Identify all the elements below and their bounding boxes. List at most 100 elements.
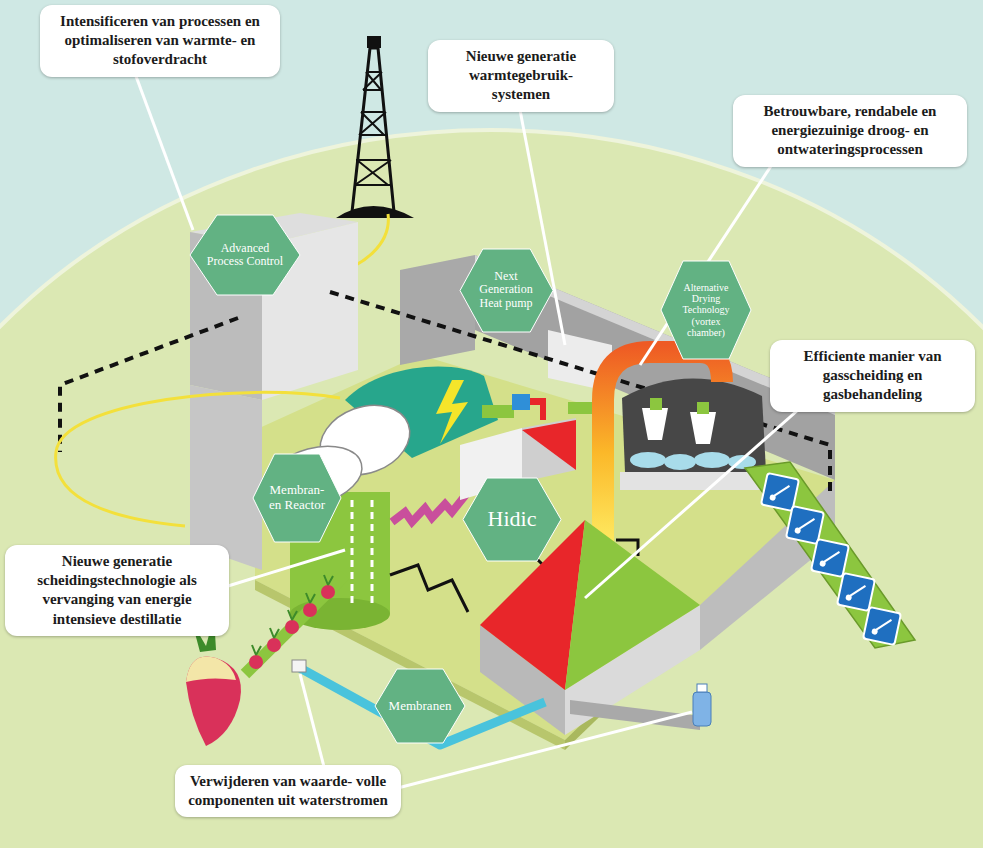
reactor-cylinder-part <box>290 598 390 630</box>
water-bottle <box>693 684 711 726</box>
product-conveyor <box>745 462 915 648</box>
product-conveyor-part <box>837 573 875 611</box>
beet-conveyor-part <box>324 575 333 585</box>
product-conveyor-part <box>863 607 901 645</box>
product-conveyor-part-part <box>811 539 849 577</box>
drying-chamber-part <box>697 402 709 414</box>
hidic-column-part <box>522 420 576 470</box>
callout-box: Efficiente manier van gasscheiding en ga… <box>770 340 975 412</box>
oil-derrick-part <box>354 72 391 185</box>
callout-box: Intensificeren van processen en optimali… <box>40 5 280 77</box>
product-conveyor-part <box>761 473 799 511</box>
hexagon-label: Membranen <box>388 699 452 714</box>
hexagon-label: Advanced Process Control <box>206 242 284 269</box>
drying-chamber-part <box>620 472 768 490</box>
callout-box: Nieuwe generatie warmtegebruik- systemen <box>428 40 614 112</box>
beet-conveyor-part <box>321 585 335 599</box>
hexagon-text-box: Advanced Process Control <box>206 242 284 269</box>
product-conveyor-part <box>745 462 915 648</box>
generator-dome-part <box>436 380 468 444</box>
drying-chamber-part <box>690 412 716 444</box>
drying-chamber-part <box>630 452 666 468</box>
reactor-cylinder-part <box>392 492 468 522</box>
beet-conveyor-part <box>245 575 345 674</box>
water-bottle-part <box>697 684 707 692</box>
product-conveyor-part-part <box>837 573 875 611</box>
oil-derrick-part <box>352 48 394 212</box>
leader-lines-part <box>640 160 775 365</box>
product-conveyor-part-part <box>863 607 901 645</box>
oil-derrick <box>336 36 414 218</box>
beet-conveyor-part <box>252 645 261 655</box>
hexagon-node: Hidic <box>462 477 562 562</box>
hexagon-text-box: Next Generation Heat pump <box>473 270 540 310</box>
callout-box: Betrouwbare, rendabele en energiezuinige… <box>733 95 967 167</box>
process-lines-part <box>390 565 468 612</box>
beet-conveyor-part <box>267 638 281 652</box>
callout-text: Intensificeren van processen en optimali… <box>50 12 270 70</box>
drying-chamber-part <box>650 398 662 410</box>
factory-floor <box>255 355 835 750</box>
hexagon-text-box: Hidic <box>477 507 547 532</box>
heat-pump-pipes <box>482 394 602 420</box>
product-conveyor-part-part <box>845 594 852 601</box>
hexagon-outline <box>375 669 465 743</box>
callout-text: Nieuwe generatie warmtegebruik- systemen <box>438 47 604 105</box>
hill-part <box>0 130 983 848</box>
leader-lines-part <box>215 550 345 590</box>
oil-derrick-part <box>355 72 391 185</box>
heat-pump-pipes-part <box>512 394 530 410</box>
product-conveyor-part-part <box>794 527 801 534</box>
beet-conveyor-part <box>285 620 299 634</box>
product-conveyor-part-part <box>786 506 824 544</box>
hexagon-node: Advanced Process Control <box>189 214 301 296</box>
drying-chamber-part <box>694 452 730 468</box>
callout-text: Betrouwbare, rendabele en energiezuinige… <box>743 102 957 160</box>
hexagon-node: Next Generation Heat pump <box>459 248 554 333</box>
hexagon-text-box: Alternative Drying Technology (vortex ch… <box>674 282 738 338</box>
water-pipe-part <box>300 668 545 745</box>
hexagon-text-box: Membranen <box>388 699 452 714</box>
hexagon-label: Membran- en Reactor <box>266 483 329 512</box>
product-conveyor-part-part <box>871 628 878 635</box>
water-bottle-part <box>693 692 711 726</box>
hexagon-node: Membran- en Reactor <box>252 453 342 543</box>
callout-text: Efficiente manier van gasscheiding en ga… <box>780 347 965 405</box>
sugar-beet-part <box>186 656 236 682</box>
callout-text: Verwijderen van waarde- volle componente… <box>185 772 391 810</box>
reactor-cylinder-part <box>352 500 372 605</box>
water-pipe-part <box>292 660 306 672</box>
hill <box>0 130 983 848</box>
leader-lines-part <box>585 395 815 598</box>
beet-conveyor-part <box>249 655 263 669</box>
beet-conveyor-part <box>270 628 279 638</box>
drying-chamber-part <box>664 454 696 470</box>
hexagon-outline <box>190 215 300 295</box>
hexagon-outline <box>463 478 561 561</box>
product-conveyor-part <box>786 506 824 544</box>
product-conveyor-part-part <box>769 494 776 501</box>
beet-conveyor <box>245 575 345 674</box>
drying-chamber-part <box>642 408 668 440</box>
factory-floor-part <box>255 355 835 740</box>
oil-derrick-part <box>367 36 381 48</box>
hexagon-text-box: Membran- en Reactor <box>266 483 329 512</box>
hexagon-node: Alternative Drying Technology (vortex ch… <box>660 260 752 360</box>
beet-conveyor-part <box>303 603 317 617</box>
oil-derrick-part <box>336 206 414 218</box>
beet-conveyor-part <box>306 593 315 603</box>
water-pipe <box>292 660 545 745</box>
back-walls-part <box>400 255 475 365</box>
product-conveyor-part <box>811 539 849 577</box>
heat-pump-pipes-part <box>530 398 546 420</box>
dashed-control-line-part <box>60 318 238 452</box>
hexagon-outline <box>460 249 553 332</box>
leader-lines-part <box>130 60 193 230</box>
beet-conveyor-part <box>288 610 297 620</box>
dashed-control-line-part <box>330 292 830 492</box>
product-conveyor-part-part <box>819 560 826 567</box>
drying-chamber <box>603 352 768 560</box>
hidic-column-part <box>522 418 576 482</box>
